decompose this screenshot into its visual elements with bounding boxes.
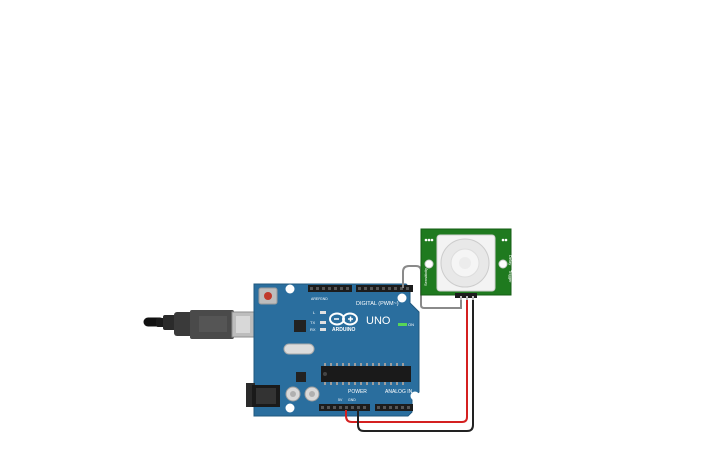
mount-hole <box>285 284 295 294</box>
pir-mount-hole <box>424 259 434 269</box>
atmega-chip <box>321 363 411 385</box>
mount-hole <box>410 391 420 401</box>
led-l-label: L <box>313 310 316 315</box>
ground-wire[interactable] <box>357 297 474 432</box>
capacitors <box>285 386 320 402</box>
led-tx-label: TX <box>310 320 315 325</box>
on-led <box>398 323 407 326</box>
pir-pot-dots-right <box>501 238 508 242</box>
analog-label: ANALOG IN <box>385 389 413 395</box>
signal-wire[interactable] <box>402 265 462 309</box>
digital-header <box>308 285 413 292</box>
gnd-top-label: GND <box>320 297 328 301</box>
aref-label: AREF <box>311 297 320 301</box>
arduino-logo <box>329 312 358 326</box>
status-leds: L TX RX <box>310 310 326 332</box>
usb-interface-chip <box>294 320 306 332</box>
pir-pins <box>460 296 474 300</box>
mount-hole <box>397 293 407 303</box>
mount-hole <box>285 403 295 413</box>
power-header <box>319 404 370 411</box>
reset-button-cap[interactable] <box>264 292 272 300</box>
digital-label: DIGITAL (PWM~) <box>356 301 399 307</box>
pir-motion-sensor[interactable]: Sensitivity Delay Trigger <box>420 228 513 300</box>
dc-power-jack[interactable] <box>246 383 280 407</box>
usb-cable[interactable] <box>143 310 255 339</box>
pir-mount-hole <box>498 259 508 269</box>
voltage-regulator <box>296 372 306 382</box>
arduino-uno-board[interactable]: DIGITAL (PWM~) AREF GND L TX RX ARDUINO … <box>246 283 420 417</box>
power-wire-5v[interactable] <box>345 297 468 423</box>
v5-label: 5V <box>338 398 343 402</box>
power-label: POWER <box>348 389 367 395</box>
pir-pin-header <box>455 293 477 298</box>
analog-header <box>375 404 413 411</box>
crystal <box>283 343 315 355</box>
on-led-label: ON <box>408 322 414 327</box>
pir-trigger-label: Trigger <box>508 270 513 283</box>
arduino-model-text: UNO <box>366 315 391 327</box>
pir-pot-dots <box>424 238 434 242</box>
arduino-brand-text: ARDUINO <box>332 327 355 333</box>
pir-delay-label: Delay <box>508 255 513 265</box>
gnd-bottom-label: GND <box>348 398 356 402</box>
led-rx-label: RX <box>310 327 316 332</box>
pir-sensitivity-label: Sensitivity <box>423 268 428 286</box>
